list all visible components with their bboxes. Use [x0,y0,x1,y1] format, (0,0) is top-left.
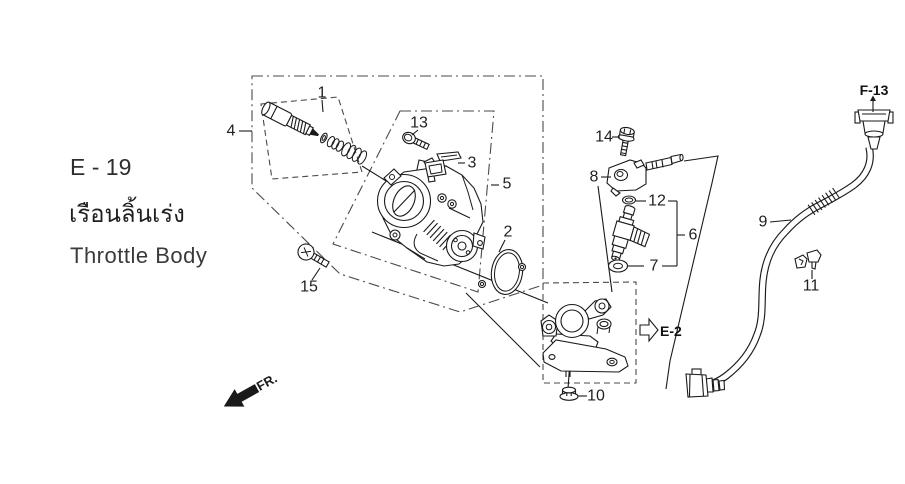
clamp-11-drawing [794,249,822,270]
part-label-12: 12 [648,193,666,210]
hose-end-connector [685,368,726,398]
part-label-5: 5 [503,176,512,193]
clamp-3-drawing [424,151,462,183]
part-label-2: 2 [504,224,513,241]
fuel-pipe-drawing [606,153,684,197]
page-title-english: Throttle Body [70,243,207,268]
part5-boundary-outline [332,110,495,293]
part-label-15: 15 [300,279,318,296]
part-label-1: 1 [318,85,327,102]
o-ring-drawing [621,195,637,205]
fr-direction: FR. [223,370,280,407]
injector-drawing [611,205,651,262]
insulator-drawing [540,298,629,377]
throttle-body-drawing [376,157,486,267]
seal-ring-drawing [607,259,629,273]
part-label-7: 7 [650,258,659,275]
fuel-hose-drawing [685,146,874,398]
leader-lines [239,99,813,397]
part-number-labels: 1 2 3 4 5 6 7 8 9 10 11 12 13 14 15 [227,85,820,405]
header-block: E - 19 เรือนลิ้นเร่ง Throttle Body [69,154,207,268]
part-label-3: 3 [468,155,477,172]
gasket-drawing [477,249,527,295]
page-code: E - 19 [70,154,131,180]
insulator-boundary-outline [542,281,637,384]
bolt-13-drawing [402,131,430,151]
screw-15-drawing [297,243,330,268]
reference-e2: E-2 [639,317,682,343]
hose-sleeve [807,187,840,216]
part-label-8: 8 [590,169,599,186]
nut-10-drawing [559,386,579,401]
f13-connector-drawing [854,109,894,150]
f13-label: F-13 [860,82,889,98]
part-label-11: 11 [803,278,820,295]
e2-arrow-icon [639,317,659,343]
reference-f13: F-13 [860,82,889,112]
fr-arrow-icon [223,384,260,407]
part1-boundary-outline [260,96,363,180]
part-label-4: 4 [227,123,236,140]
f13-up-arrow-icon [870,95,876,101]
part-label-10: 10 [587,388,605,405]
e2-label: E-2 [660,323,682,339]
throttle-stop-screw-drawing [261,101,368,165]
part-label-9: 9 [759,214,768,231]
part-label-14: 14 [595,129,613,146]
page-title-thai: เรือนลิ้นเร่ง [69,196,185,228]
bolt-14-drawing [617,126,635,157]
part-label-13: 13 [410,115,428,132]
part-label-6: 6 [689,227,698,244]
